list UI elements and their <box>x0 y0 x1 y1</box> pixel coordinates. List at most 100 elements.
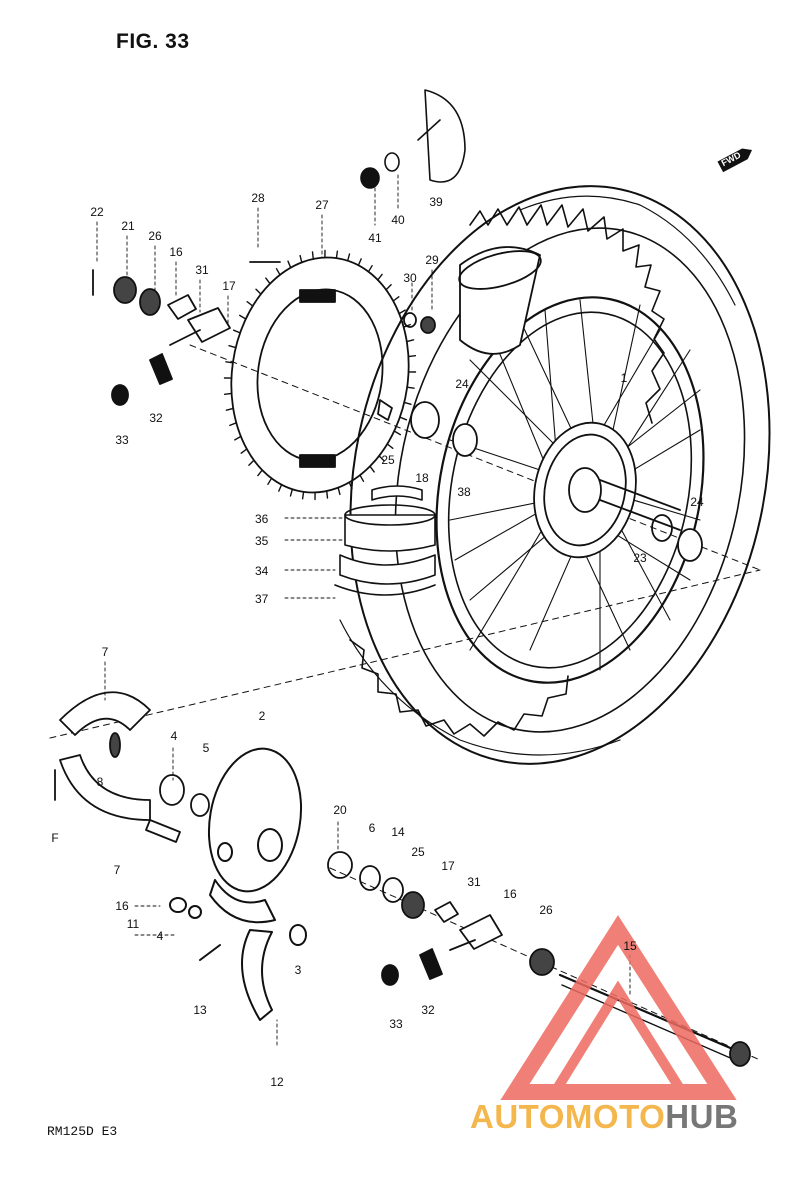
sprocket-tooth <box>225 407 234 411</box>
forward-arrow-icon <box>717 148 753 173</box>
rear-sprocket <box>223 249 417 501</box>
callout-29: 29 <box>425 253 439 267</box>
callout-16: 16 <box>169 245 183 259</box>
callout-24-upper: 24 <box>455 377 469 391</box>
sprocket-tooth <box>232 329 241 334</box>
callout-28: 28 <box>251 191 265 205</box>
callout-f: F <box>51 831 59 845</box>
callout-8: 8 <box>96 775 104 789</box>
sprocket-tooth <box>399 416 408 421</box>
callout-1: 1 <box>620 371 628 385</box>
watermark-logo <box>500 915 737 1100</box>
callout-4-upper: 4 <box>170 729 178 743</box>
sprocket-tooth <box>359 474 365 482</box>
sprocket-tooth <box>392 296 400 302</box>
sprocket-tooth <box>248 459 255 466</box>
watermark-word-auto: AUTO <box>470 1098 565 1135</box>
sprocket-tooth <box>378 455 385 462</box>
sprocket-tooth <box>337 486 341 496</box>
callout-16-left: 16 <box>115 899 129 913</box>
callout-30: 30 <box>403 271 417 285</box>
callout-25-upper: 25 <box>381 453 395 467</box>
watermark-wordmark: AUTOMOTOHUB <box>470 1098 738 1136</box>
sprocket-tooth <box>347 253 351 262</box>
callout-26: 26 <box>148 229 162 243</box>
callout-32-lower: 32 <box>421 1003 435 1017</box>
callout-36: 36 <box>255 512 269 526</box>
sprocket-tooth <box>393 430 401 436</box>
sprocket-tooth <box>367 265 373 273</box>
callout-31: 31 <box>195 263 209 277</box>
callout-2: 2 <box>258 709 266 723</box>
sprocket-tooth <box>326 490 329 499</box>
callout-26-lower: 26 <box>539 903 553 917</box>
sprocket-spacers <box>377 399 703 562</box>
callout-6: 6 <box>368 821 376 835</box>
sprocket-tooth <box>369 465 375 473</box>
model-code: RM125D E3 <box>47 1124 118 1139</box>
sprocket-tooth <box>223 392 233 395</box>
callout-12: 12 <box>270 1075 284 1089</box>
sprocket-tooth <box>240 448 248 454</box>
sprocket-tooth <box>225 361 234 364</box>
callout-14: 14 <box>391 825 405 839</box>
callout-41: 41 <box>368 231 382 245</box>
callout-11: 11 <box>126 917 140 931</box>
sprocket-tooth <box>299 254 303 264</box>
callout-21: 21 <box>121 219 135 233</box>
callout-31-lower: 31 <box>467 875 481 889</box>
callout-13: 13 <box>193 1003 207 1017</box>
callout-16-lower: 16 <box>503 887 517 901</box>
callout-23: 23 <box>633 551 647 565</box>
sprocket-tooth <box>228 345 237 349</box>
figure-title: FIG. 33 <box>116 30 190 53</box>
callout-5: 5 <box>202 741 210 755</box>
brake-shoes <box>54 691 210 843</box>
callout-7-lower: 7 <box>113 863 121 877</box>
callout-20: 20 <box>333 803 347 817</box>
rim-band-stack <box>334 485 436 596</box>
callout-3: 3 <box>294 963 302 977</box>
rear-tire <box>339 185 771 765</box>
sprocket-tooth <box>275 268 281 276</box>
callout-39: 39 <box>429 195 443 209</box>
callout-27: 27 <box>315 198 329 212</box>
sprocket-tooth <box>238 314 247 320</box>
sprocket-tooth <box>278 484 283 492</box>
inner-tube <box>458 246 542 355</box>
sprocket-tooth <box>287 260 292 269</box>
callout-32-upper: 32 <box>149 411 163 425</box>
callout-17: 17 <box>222 279 236 293</box>
rear-hub <box>533 421 681 559</box>
callout-17-lower: 17 <box>441 859 455 873</box>
sprocket-tooth <box>386 443 394 449</box>
callout-25-lower: 25 <box>411 845 425 859</box>
callout-37: 37 <box>255 592 269 606</box>
callout-35: 35 <box>255 534 269 548</box>
sprocket-tooth <box>406 339 415 343</box>
watermark-word-moto: MOTO <box>564 1098 666 1135</box>
brake-panel <box>169 747 307 1021</box>
callout-33-upper: 33 <box>115 433 129 447</box>
sprocket-tooth <box>348 481 353 490</box>
sprocket-tooth <box>385 284 392 291</box>
callout-40: 40 <box>391 213 405 227</box>
sprocket-tooth <box>357 258 362 266</box>
sprocket-tooth <box>403 401 412 405</box>
mud-flap <box>360 89 466 189</box>
watermark-word-hub: HUB <box>665 1098 739 1135</box>
sprocket-tooth <box>257 469 263 477</box>
callout-7-upper: 7 <box>101 645 109 659</box>
callout-4-lower: 4 <box>156 929 164 943</box>
sprocket-tooth <box>335 250 339 259</box>
sprocket-tooth <box>229 422 238 427</box>
sprocket-tooth <box>398 309 406 315</box>
sprocket-tooth <box>234 435 242 441</box>
sprocket-tooth <box>267 477 273 485</box>
callout-18: 18 <box>415 471 429 485</box>
sprocket-tooth <box>407 355 417 358</box>
callout-33-lower: 33 <box>389 1017 403 1031</box>
sprocket-tooth <box>301 491 305 500</box>
